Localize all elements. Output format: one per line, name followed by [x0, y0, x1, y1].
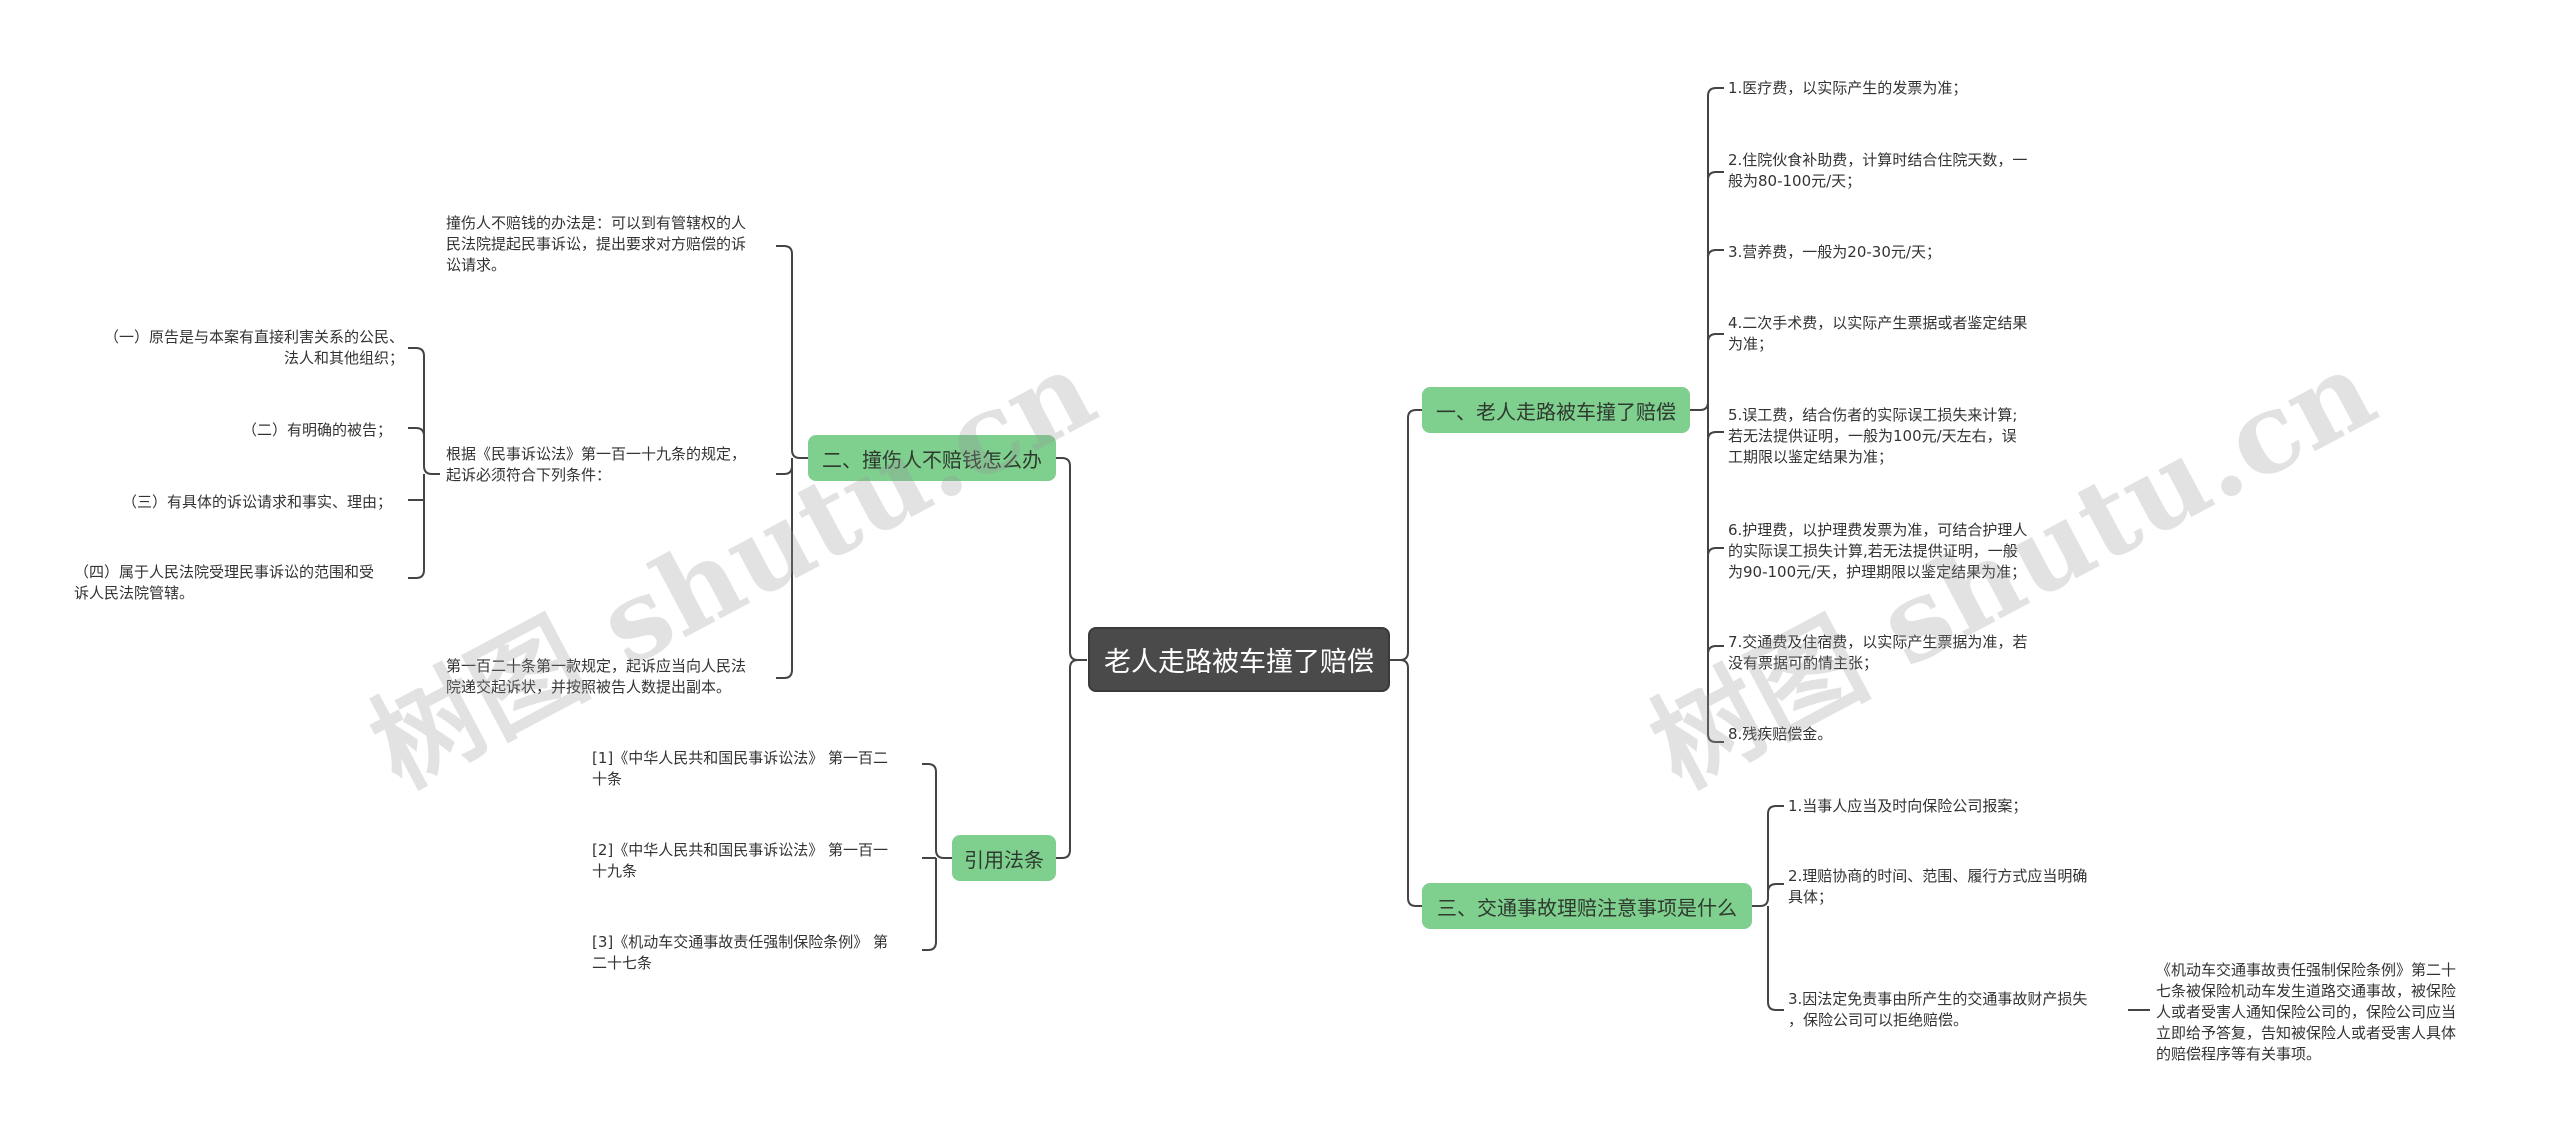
- leaf-condition-1[interactable]: （一）原告是与本案有直接利害关系的公民、 法人和其他组织；: [58, 327, 404, 369]
- branch-label: 三、交通事故理赔注意事项是什么: [1437, 895, 1737, 920]
- bracket-b2-sub: [408, 347, 440, 579]
- bracket-b1: [1690, 87, 1724, 743]
- branch-legal-refs[interactable]: 引用法条: [952, 835, 1056, 881]
- leaf-second-surgery[interactable]: 4.二次手术费，以实际产生票据或者鉴定结果 为准；: [1728, 313, 2088, 355]
- leaf-exemption[interactable]: 3.因法定免责事由所产生的交通事故财产损失 ，保险公司可以拒绝赔偿。: [1788, 989, 2128, 1031]
- leaf-report-promptly[interactable]: 1.当事人应当及时向保险公司报案；: [1788, 796, 2128, 817]
- root-label: 老人走路被车撞了赔偿: [1104, 647, 1374, 678]
- leaf-condition-4[interactable]: （四）属于人民法院受理民事诉讼的范围和受 诉人民法院管辖。: [74, 562, 408, 604]
- leaf-lost-wages[interactable]: 5.误工费，结合伤者的实际误工损失来计算; 若无法提供证明，一般为100元/天左…: [1728, 405, 2088, 468]
- leaf-nutrition[interactable]: 3.营养费，一般为20-30元/天；: [1728, 242, 2088, 263]
- leaf-condition-2[interactable]: （二）有明确的被告；: [58, 420, 392, 441]
- leaf-disability[interactable]: 8.残疾赔偿金。: [1728, 724, 2088, 745]
- leaf-transport-lodging[interactable]: 7.交通费及住宿费，以实际产生票据为准，若 没有票据可酌情主张；: [1728, 632, 2088, 674]
- leaf-filing-conditions[interactable]: 根据《民事诉讼法》第一百一十九条的规定， 起诉必须符合下列条件：: [446, 444, 776, 486]
- connector-root-b2: [1056, 457, 1087, 661]
- bracket-b3: [1752, 805, 1784, 1011]
- branch-label: 二、撞伤人不赔钱怎么办: [822, 447, 1042, 472]
- branch-label: 引用法条: [964, 847, 1044, 872]
- root-node[interactable]: 老人走路被车撞了赔偿: [1088, 627, 1390, 692]
- connector-root-b4: [1056, 659, 1087, 859]
- leaf-insurance-regulation[interactable]: 《机动车交通事故责任强制保险条例》第二十 七条被保险机动车发生道路交通事故，被保…: [2156, 960, 2496, 1065]
- leaf-no-pay-method[interactable]: 撞伤人不赔钱的办法是：可以到有管辖权的人 民法院提起民事诉讼，提出要求对方赔偿的…: [446, 213, 776, 276]
- bracket-b4: [920, 763, 952, 951]
- branch-label: 一、老人走路被车撞了赔偿: [1436, 399, 1676, 424]
- leaf-meal-allowance[interactable]: 2.住院伙食补助费，计算时结合住院天数，一 般为80-100元/天；: [1728, 150, 2088, 192]
- leaf-negotiation-terms[interactable]: 2.理赔协商的时间、范围、履行方式应当明确 具体；: [1788, 866, 2128, 908]
- leaf-condition-3[interactable]: （三）有具体的诉讼请求和事实、理由；: [58, 492, 392, 513]
- leaf-ref-3[interactable]: [3]《机动车交通事故责任强制保险条例》 第 二十七条: [592, 932, 922, 974]
- bracket-b2: [776, 245, 808, 679]
- leaf-medical[interactable]: 1.医疗费，以实际产生的发票为准；: [1728, 78, 2088, 99]
- connector-root-b1: [1390, 409, 1422, 661]
- branch-compensation[interactable]: 一、老人走路被车撞了赔偿: [1422, 387, 1690, 433]
- branch-no-pay[interactable]: 二、撞伤人不赔钱怎么办: [808, 435, 1056, 481]
- leaf-nursing[interactable]: 6.护理费，以护理费发票为准，可结合护理人 的实际误工损失计算,若无法提供证明，…: [1728, 520, 2088, 583]
- leaf-complaint-copies[interactable]: 第一百二十条第一款规定，起诉应当向人民法 院递交起诉状，并按照被告人数提出副本。: [446, 656, 776, 698]
- branch-claim-notes[interactable]: 三、交通事故理赔注意事项是什么: [1422, 883, 1752, 929]
- leaf-ref-2[interactable]: [2]《中华人民共和国民事诉讼法》 第一百一 十九条: [592, 840, 922, 882]
- connector-root-b3: [1390, 659, 1422, 907]
- leaf-ref-1[interactable]: [1]《中华人民共和国民事诉讼法》 第一百二 十条: [592, 748, 922, 790]
